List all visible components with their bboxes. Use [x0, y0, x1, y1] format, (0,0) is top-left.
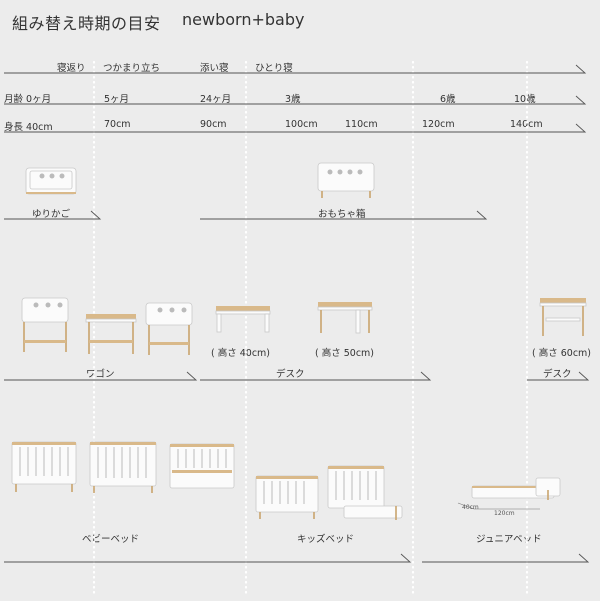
height-120: 120cm	[422, 119, 455, 130]
milestone-rolling: 寝返り	[57, 63, 86, 74]
desk-period-arrow-1	[200, 371, 432, 381]
bed-period-arrow	[4, 553, 412, 563]
page-subtitle: newborn+baby	[182, 10, 305, 29]
age-0m: 月齢 0ヶ月	[4, 94, 52, 105]
age-5m: 5ヶ月	[104, 94, 130, 105]
baby-bed-illustration-1	[11, 441, 77, 492]
cradle-period-arrow	[4, 210, 102, 220]
baby-bed-illustration-2	[89, 441, 157, 493]
milestone-standing: つかまり立ち	[103, 63, 161, 74]
cradle-illustration	[25, 167, 77, 195]
junior-bed-length-label: 120cm	[494, 510, 515, 517]
milestone-cosleep: 添い寝	[200, 63, 229, 74]
wagon-illustration-2	[85, 314, 137, 354]
height-140: 140cm	[510, 119, 543, 130]
label-desk-h50: ( 高さ 50cm)	[315, 348, 375, 359]
baby-bed-illustration-3	[169, 443, 235, 489]
height-90: 90cm	[200, 119, 227, 130]
desk-60-illustration	[539, 298, 587, 336]
junior-bed-width-label: 40cm	[462, 504, 479, 511]
desk-period-arrow-2	[527, 371, 590, 381]
page-title: 組み替え時期の目安	[12, 14, 161, 33]
age-10y: 10歳	[514, 94, 536, 105]
junior-bed-period-arrow	[422, 553, 590, 563]
height-100: 100cm	[285, 119, 318, 130]
height-axis-arrow	[4, 123, 587, 133]
desk-50-illustration	[317, 302, 373, 334]
label-cradle: ゆりかご	[32, 209, 71, 220]
label-desk-h60: ( 高さ 60cm)	[532, 348, 592, 359]
milestone-axis-arrow	[4, 64, 587, 74]
toybox-illustration	[317, 162, 375, 198]
wagon-illustration-1	[21, 297, 69, 352]
height-110: 110cm	[345, 119, 378, 130]
label-desk-2: デスク	[543, 369, 572, 380]
height-40: 身長 40cm	[4, 122, 53, 133]
wagon-period-arrow	[4, 371, 198, 381]
age-24m: 24ヶ月	[200, 94, 232, 105]
label-baby-bed: ベビーベッド	[82, 534, 140, 545]
label-toybox: おもちゃ箱	[318, 209, 366, 220]
desk-40-illustration	[215, 306, 271, 333]
wagon-illustration-3	[145, 302, 193, 355]
age-3y: 3歳	[285, 94, 301, 105]
label-desk-h40: ( 高さ 40cm)	[211, 348, 271, 359]
label-kids-bed: キッズベッド	[297, 534, 355, 545]
age-6y: 6歳	[440, 94, 456, 105]
kids-bed-illustration-2	[327, 465, 403, 520]
kids-bed-illustration-1	[255, 475, 319, 519]
toybox-period-arrow	[200, 210, 488, 220]
age-axis-arrow	[4, 95, 587, 105]
milestone-solosleep: ひとり寝	[255, 63, 293, 74]
label-junior-bed: ジュニアベッド	[476, 534, 542, 545]
height-70: 70cm	[104, 119, 131, 130]
label-desk-1: デスク	[276, 369, 305, 380]
junior-bed-illustration	[457, 477, 561, 510]
label-wagon: ワゴン	[86, 369, 115, 380]
